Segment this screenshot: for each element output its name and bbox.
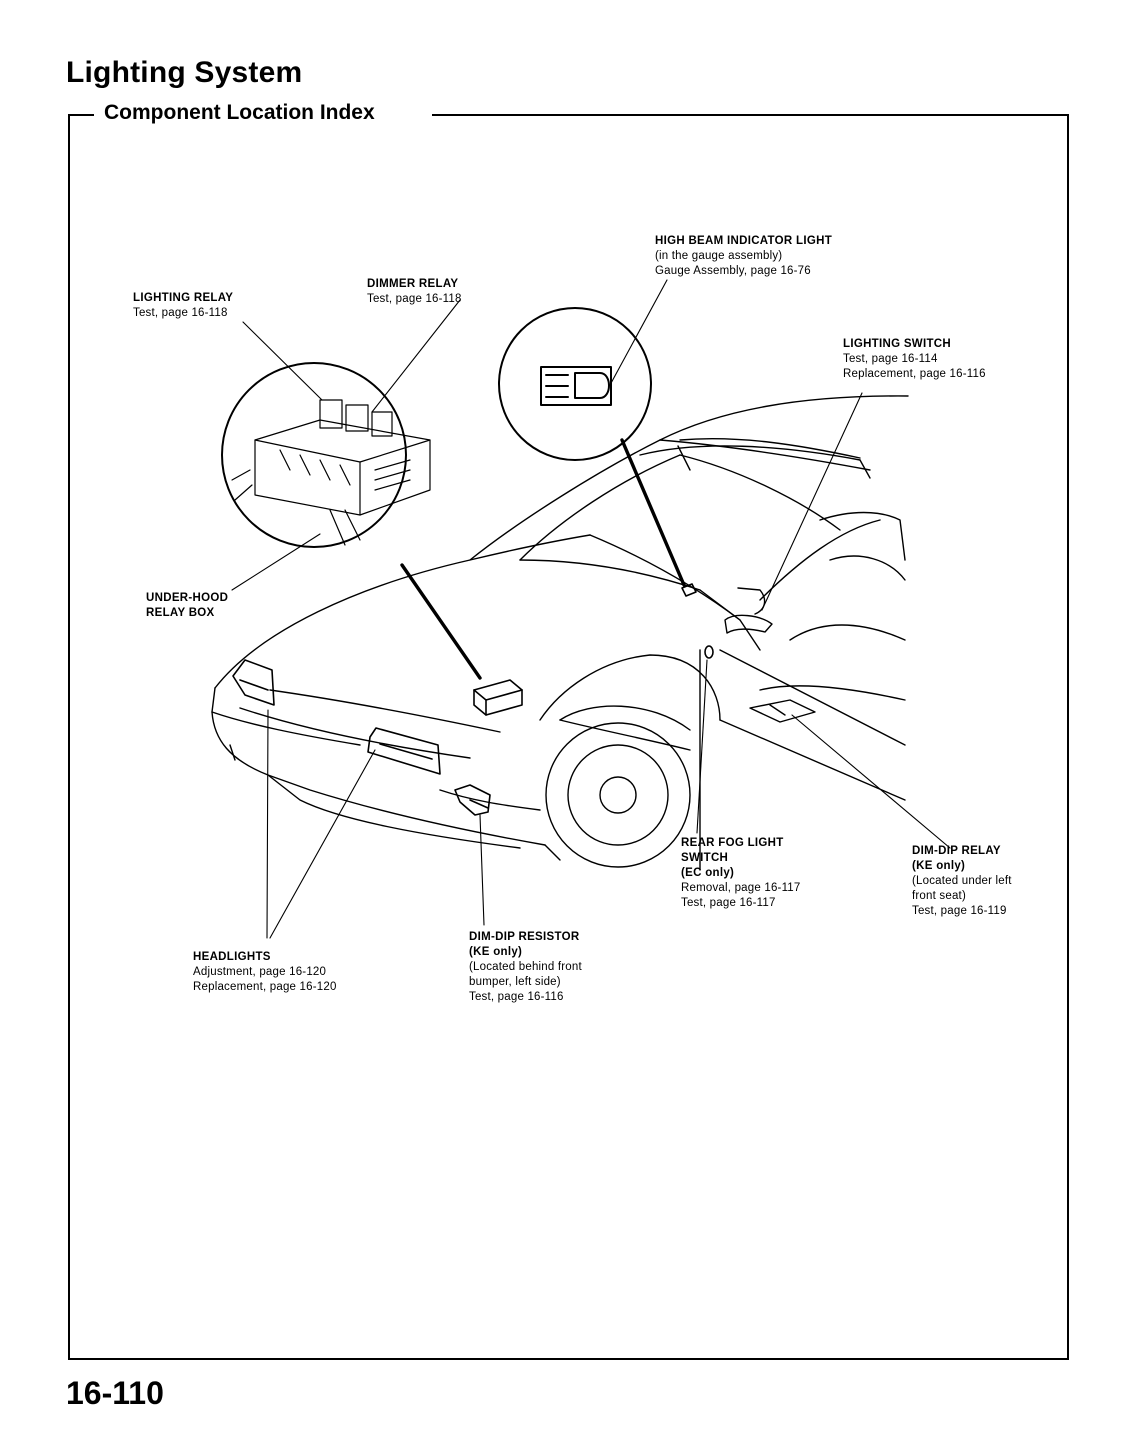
relay-box-detail-circle (221, 362, 431, 548)
dim-dip-resistor-label: DIM-DIP RESISTOR (KE only) (Located behi… (469, 931, 582, 1003)
lighting-switch-label: LIGHTING SWITCH Test, page 16-114 Replac… (843, 338, 986, 380)
dimmer-relay-label: DIMMER RELAY Test, page 16-118 (367, 278, 462, 305)
front-wheel (545, 705, 691, 868)
detail-connectors (400, 438, 686, 680)
fog-switch-part (704, 645, 714, 659)
relay-box-small (473, 679, 523, 716)
gauge-indicator-part (681, 583, 697, 597)
headlight-right (367, 727, 441, 775)
headlight-left (232, 659, 275, 706)
dim-dip-relay-part (749, 699, 816, 723)
dim-dip-resistor-part (454, 784, 491, 816)
content-frame (68, 114, 1069, 1360)
page-title: Lighting System (66, 56, 303, 89)
dim-dip-relay-label: DIM-DIP RELAY (KE only) (Located under l… (912, 845, 1012, 917)
frame-top-right-rule (432, 114, 1067, 116)
frame-top-left-rule (68, 114, 94, 116)
under-hood-relay-box-label: UNDER-HOOD RELAY BOX (146, 592, 229, 619)
section-title: Component Location Index (100, 101, 379, 125)
high-beam-indicator-label: HIGH BEAM INDICATOR LIGHT (in the gauge … (655, 235, 833, 277)
page-number: 16-110 (66, 1375, 164, 1411)
headlights-label: HEADLIGHTS Adjustment, page 16-120 Repla… (193, 951, 337, 993)
lighting-switch-part (724, 587, 773, 634)
leader-lines (231, 279, 951, 939)
high-beam-detail-circle (498, 307, 652, 461)
rear-fog-light-switch-label: REAR FOG LIGHT SWITCH (EC only) Removal,… (681, 837, 801, 909)
car-outline (211, 395, 909, 871)
lighting-relay-label: LIGHTING RELAY Test, page 16-118 (133, 292, 234, 319)
